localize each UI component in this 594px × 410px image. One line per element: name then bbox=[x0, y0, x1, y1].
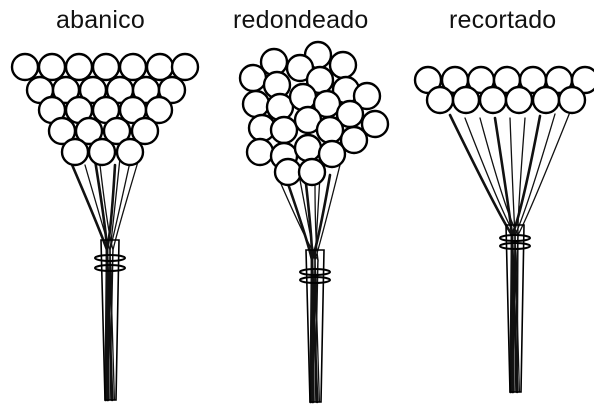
flower bbox=[317, 117, 343, 143]
flower bbox=[12, 54, 38, 80]
stem bbox=[450, 115, 512, 392]
flower bbox=[275, 159, 301, 185]
flower bbox=[240, 65, 266, 91]
flower bbox=[453, 87, 479, 113]
flower bbox=[62, 139, 88, 165]
flower bbox=[66, 54, 92, 80]
cut-flowers bbox=[415, 67, 594, 113]
flower bbox=[120, 54, 146, 80]
flower bbox=[559, 87, 585, 113]
flower bbox=[247, 139, 273, 165]
flower bbox=[172, 54, 198, 80]
round-bouquet bbox=[240, 42, 388, 402]
flower bbox=[299, 159, 325, 185]
flower bbox=[243, 91, 269, 117]
round-flowers bbox=[240, 42, 388, 185]
flower bbox=[89, 139, 115, 165]
flower bbox=[93, 54, 119, 80]
cut-stems bbox=[450, 112, 570, 392]
flower bbox=[506, 87, 532, 113]
flower bbox=[533, 87, 559, 113]
flower bbox=[480, 87, 506, 113]
fan-stems bbox=[70, 155, 140, 400]
cut-bouquet bbox=[415, 67, 594, 392]
flower bbox=[330, 52, 356, 78]
flower bbox=[427, 87, 453, 113]
flower bbox=[295, 135, 321, 161]
flower bbox=[117, 139, 143, 165]
flower bbox=[271, 117, 297, 143]
fan-flowers bbox=[12, 54, 198, 165]
fan-bouquet bbox=[12, 54, 198, 400]
flower bbox=[290, 84, 316, 110]
